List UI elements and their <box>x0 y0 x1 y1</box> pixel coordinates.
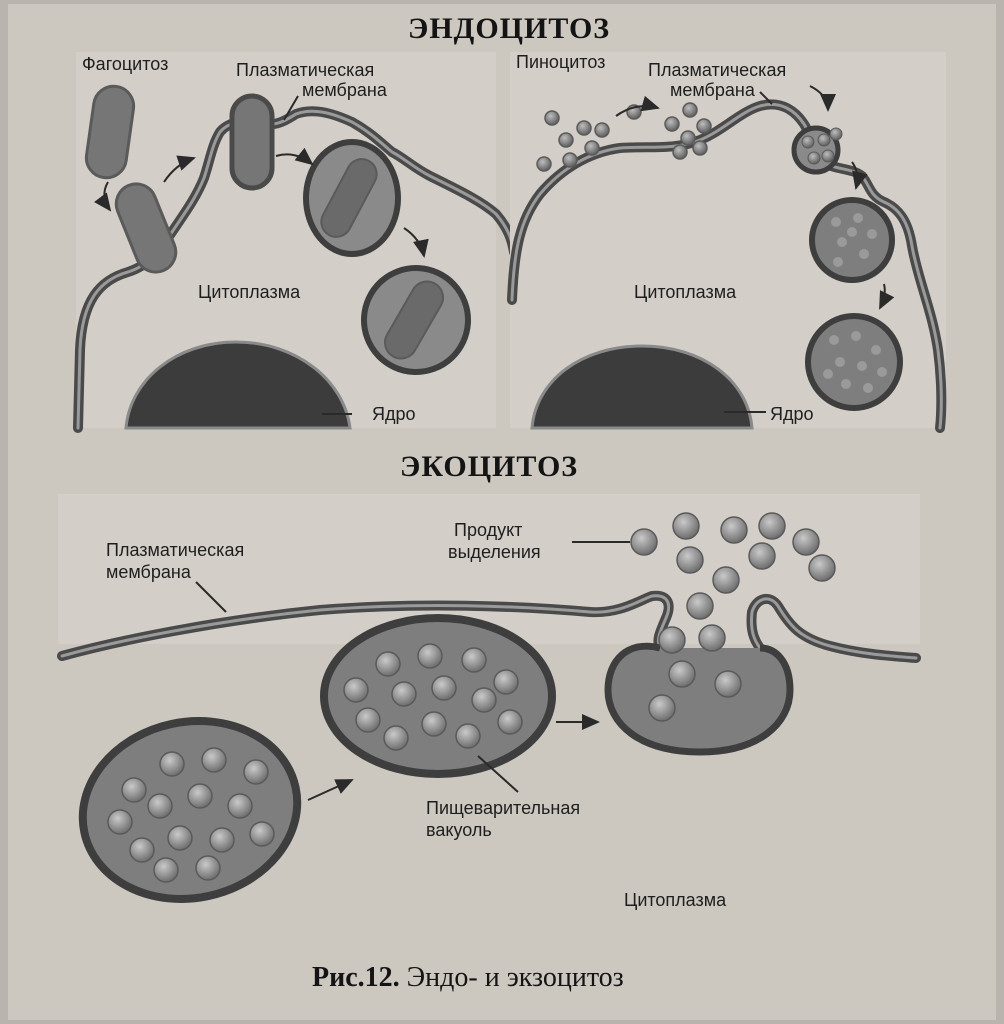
endocytosis-title: ЭНДОЦИТОЗ <box>408 12 610 46</box>
pinocytosis-label: Пиноцитоз <box>516 52 605 72</box>
vacuole-fusing <box>608 646 790 752</box>
vacuole-label-line1: Пищеварительная <box>426 798 580 818</box>
pino-nucleus-label: Ядро <box>770 404 814 424</box>
product-label-line1: Продукт <box>454 520 522 540</box>
caption-number: Рис.12. <box>312 962 400 993</box>
pinocytic-vesicle <box>812 200 892 280</box>
bacterium-engulfed <box>232 96 272 188</box>
caption-text: Эндо- и экзоцитоз <box>400 962 624 993</box>
vacuole-label-line2: вакуоль <box>426 820 492 840</box>
phagocytosis-label: Фагоцитоз <box>82 54 168 74</box>
arrow <box>308 780 352 800</box>
pino-membrane-label-line1: Плазматическая <box>648 60 786 80</box>
pino-membrane-label-line2: мембрана <box>670 80 755 100</box>
phago-nucleus-label: Ядро <box>372 404 416 424</box>
exo-membrane-label-line1: Плазматическая <box>106 540 244 560</box>
digestive-vacuole-left <box>66 701 314 918</box>
exocytosis-title: ЭКОЦИТОЗ <box>400 450 578 484</box>
pinocytic-vesicle <box>808 316 900 408</box>
figure-caption: Рис.12. Эндо- и экзоцитоз <box>312 962 624 994</box>
pinocytosis-panel <box>510 52 946 428</box>
phago-cytoplasm-label: Цитоплазма <box>198 282 300 302</box>
exo-membrane-label-line2: мембрана <box>106 562 191 582</box>
exo-cytoplasm-label: Цитоплазма <box>624 890 726 910</box>
phagocytosis-panel <box>76 52 514 428</box>
pino-cytoplasm-label: Цитоплазма <box>634 282 736 302</box>
product-label-line2: выделения <box>448 542 541 562</box>
phago-membrane-label-line2: мембрана <box>302 80 387 100</box>
phago-membrane-label-line1: Плазматическая <box>236 60 374 80</box>
